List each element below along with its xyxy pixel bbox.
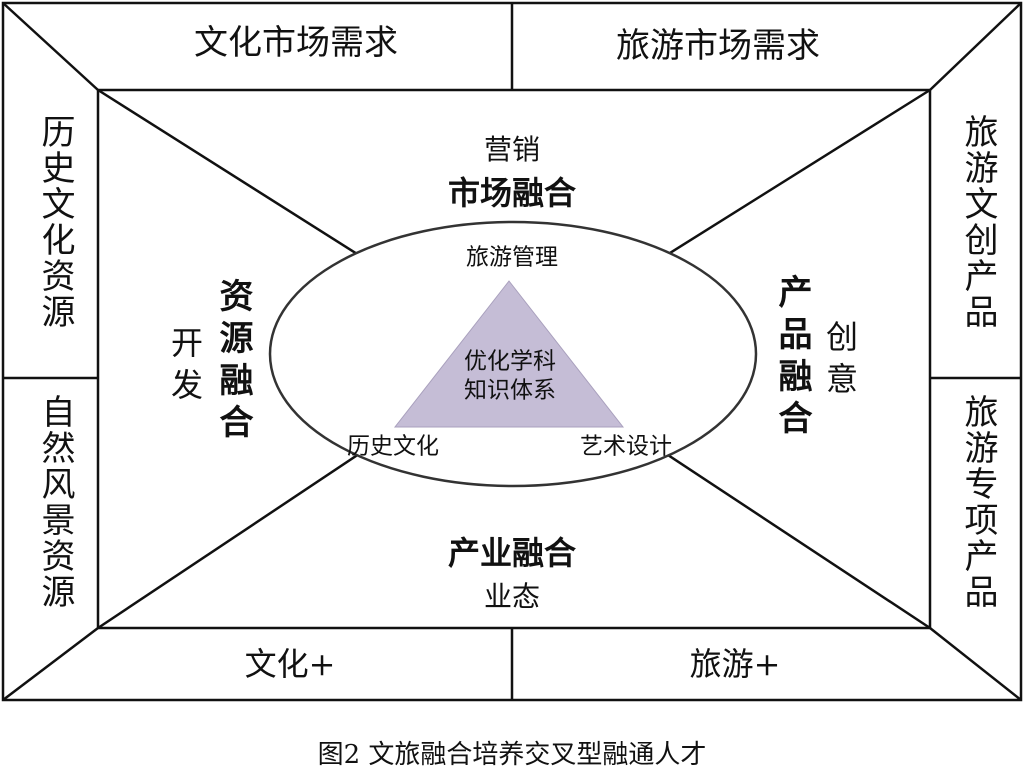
resource-title: 资源融合 bbox=[213, 278, 253, 446]
core-top-label: 旅游管理 bbox=[466, 244, 558, 271]
core-bottom-right-label: 艺术设计 bbox=[580, 433, 672, 460]
inner-frame bbox=[96, 88, 932, 630]
top-left-label: 文化市场需求 bbox=[194, 23, 398, 63]
industry-sub-label: 业态 bbox=[483, 580, 541, 613]
left-bottom-label: 自然风景资源 bbox=[35, 394, 75, 610]
core-center-line2: 知识体系 bbox=[464, 377, 556, 404]
corner-line bbox=[2, 627, 99, 701]
right-bottom-label: 旅游专项产品 bbox=[958, 394, 998, 610]
figure-caption: 图2 文旅融合培养交叉型融通人才 bbox=[317, 740, 707, 770]
core-bottom-left-label: 历史文化 bbox=[347, 433, 439, 460]
resource-sub-label: 开发 bbox=[166, 326, 204, 410]
market-title: 市场融合 bbox=[447, 174, 577, 212]
industry-title: 产业融合 bbox=[447, 534, 577, 572]
bottom-right-label: 旅游+ bbox=[689, 645, 781, 683]
corner-line bbox=[929, 627, 1022, 701]
left-top-label: 历史文化资源 bbox=[35, 114, 75, 330]
top-right-label: 旅游市场需求 bbox=[616, 26, 820, 66]
corner-line bbox=[2, 2, 99, 91]
product-title: 产品融合 bbox=[772, 274, 812, 442]
right-top-label: 旅游文创产品 bbox=[958, 114, 998, 330]
market-sub-label: 营销 bbox=[483, 133, 541, 166]
corner-line bbox=[929, 2, 1022, 91]
core-center-line1: 优化学科 bbox=[464, 348, 556, 375]
bottom-left-label: 文化+ bbox=[244, 645, 336, 683]
product-sub-label: 创意 bbox=[821, 320, 859, 404]
core-triangle bbox=[393, 280, 625, 428]
